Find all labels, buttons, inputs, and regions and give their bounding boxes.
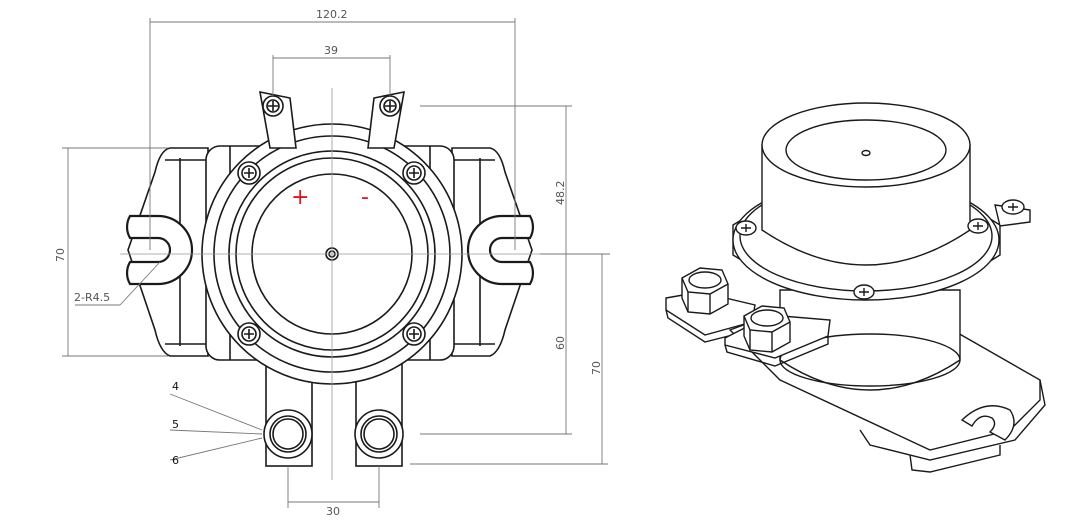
mounting-bracket <box>127 147 533 357</box>
iso-lower-cylinder <box>779 289 961 391</box>
screw-icon-group-iso <box>735 218 989 300</box>
part-label-6: 6 <box>172 454 179 467</box>
center-lines <box>120 88 545 480</box>
front-view <box>125 90 535 467</box>
part-label-4: 4 <box>172 380 179 393</box>
part-label-5: 5 <box>172 418 179 431</box>
dimension-lines <box>62 18 610 508</box>
screw-icon <box>237 161 261 185</box>
screw-icon <box>402 322 426 346</box>
dim-height-upper: 48.2 <box>554 181 567 206</box>
bolt-right <box>354 409 404 459</box>
mounting-slot-right <box>466 214 535 286</box>
screw-icon <box>967 218 989 234</box>
screw-icon <box>735 220 757 236</box>
top-terminal-right <box>367 90 405 149</box>
screw-icon <box>402 161 426 185</box>
iso-cap-top <box>761 102 971 188</box>
screw-icon <box>237 322 261 346</box>
isometric-view <box>665 102 1046 473</box>
iso-hex-nut-right <box>743 305 791 353</box>
dim-terminal-spacing: 39 <box>324 44 338 57</box>
iso-terminal-right <box>994 199 1031 227</box>
negative-terminal-mark: - <box>361 185 369 210</box>
screw-icon <box>853 284 875 300</box>
dimension-labels: 120.2 39 48.2 70 2-R4.5 60 70 30 <box>54 8 603 518</box>
bolt-left <box>263 409 313 459</box>
screw-icon-group <box>237 161 426 346</box>
mounting-slot-left <box>125 214 194 286</box>
iso-mounting-slot <box>960 405 1015 441</box>
part-labels: 4 5 6 <box>172 380 179 467</box>
positive-terminal-mark: + <box>291 185 309 210</box>
dim-height-right: 70 <box>590 361 603 375</box>
iso-hex-nut-left <box>681 267 729 315</box>
dim-height-left: 70 <box>54 248 67 262</box>
dim-bolt-spacing: 30 <box>326 505 340 518</box>
top-terminal-left <box>259 90 297 149</box>
dim-radius: 2-R4.5 <box>74 291 110 304</box>
dim-height-lower: 60 <box>554 336 567 350</box>
dim-overall-width: 120.2 <box>316 8 348 21</box>
